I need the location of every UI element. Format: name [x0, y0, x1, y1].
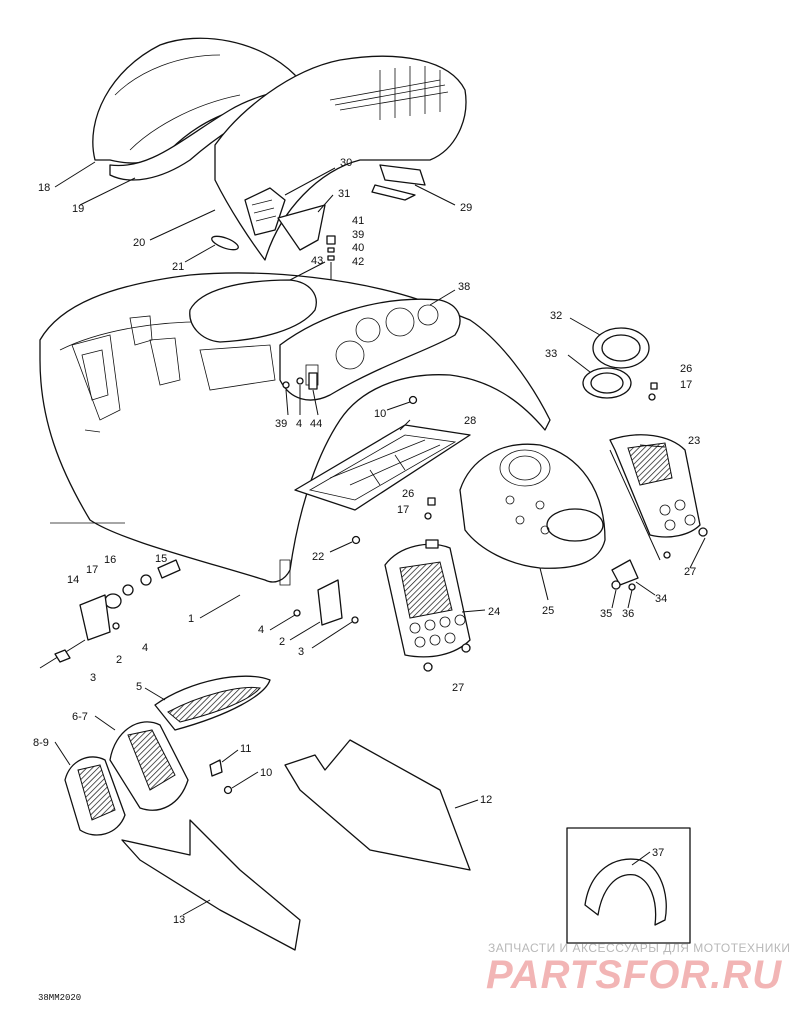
pad-part-13: [121, 819, 301, 951]
vent-part-6-7: [109, 721, 189, 811]
clip-part-11: [209, 759, 223, 777]
bracket-part-2-left: [39, 594, 120, 669]
part-label: 2: [279, 636, 285, 648]
part-label: 29: [460, 202, 472, 214]
part-label: 4: [296, 418, 302, 430]
pad-part-12: [284, 739, 471, 871]
latch-part-29: [371, 164, 426, 201]
leader-lines: [54, 161, 706, 916]
part-label: 26: [402, 488, 414, 500]
inset-detail-box: [566, 827, 691, 944]
part-number-labels: 18 19 20 21 30 31 29 41 39 40 42 43 38 3…: [33, 157, 700, 926]
part-label: 17: [86, 564, 98, 576]
part-label: 10: [260, 767, 272, 779]
part-label: 35: [600, 608, 612, 620]
part-label: 18: [38, 182, 50, 194]
part-label: 31: [338, 188, 350, 200]
part-label: 4: [258, 624, 264, 636]
part-label: 20: [133, 237, 145, 249]
part-label: 26: [680, 363, 692, 375]
side-grille-part-24: [384, 539, 471, 672]
clip-part-21: [211, 235, 239, 251]
part-label: 33: [545, 348, 557, 360]
part-label: 36: [622, 608, 634, 620]
watermark-tagline: ЗАПЧАСТИ И АКСЕССУАРЫ ДЛЯ МОТОТЕХНИКИ: [488, 941, 790, 955]
part-label: 44: [310, 418, 322, 430]
part-label: 10: [374, 408, 386, 420]
part-label: 24: [488, 606, 500, 618]
part-label: 25: [542, 605, 554, 617]
drawing-code: 38MM2020: [38, 993, 81, 1003]
part-label: 11: [240, 743, 251, 755]
hardware-part-14-17: [104, 559, 181, 609]
part-label: 2: [116, 654, 122, 666]
bracket-part-2-center: [293, 579, 359, 626]
part-label: 32: [550, 310, 562, 322]
part-label: 34: [655, 593, 667, 605]
part-label: 8-9: [33, 737, 49, 749]
part-label: 27: [452, 682, 464, 694]
part-label: 14: [67, 574, 79, 586]
part-label: 3: [90, 672, 96, 684]
part-label: 30: [340, 157, 352, 169]
part-label: 6-7: [72, 711, 88, 723]
part-label: 5: [136, 681, 142, 693]
part-label: 41: [352, 215, 364, 227]
watermark-brand: PARTSFOR.RU: [486, 953, 782, 997]
deflector-part-31: [277, 204, 326, 251]
part-label: 12: [480, 794, 492, 806]
bracket-part-34-36: [611, 559, 639, 591]
bolt-part-10-lower: [223, 785, 233, 795]
part-label: 17: [680, 379, 692, 391]
ring-part-32: [592, 327, 650, 369]
part-label: 1: [188, 613, 194, 625]
fastener-39-4-44: [282, 372, 318, 390]
part-label: 27: [684, 566, 696, 578]
side-grille-part-23: [609, 434, 708, 561]
part-label: 22: [312, 551, 324, 563]
part-label: 13: [173, 914, 185, 926]
part-label: 28: [464, 415, 476, 427]
part-label: 17: [397, 504, 409, 516]
part-label: 4: [142, 642, 148, 654]
bolt-part-10-upper: [408, 395, 418, 405]
part-label: 43: [311, 255, 323, 267]
vent-part-8-9: [64, 756, 126, 836]
part-label: 16: [104, 554, 116, 566]
tray-part-28: [294, 424, 471, 511]
bolt-part-22: [351, 535, 361, 545]
screw-part-26-17: [424, 382, 658, 520]
bracket-part-30: [244, 187, 286, 236]
part-label: 23: [688, 435, 700, 447]
vent-part-5: [154, 675, 271, 731]
part-label: 37: [652, 847, 664, 859]
part-label: 39: [275, 418, 287, 430]
part-label: 19: [72, 203, 84, 215]
part-label: 3: [298, 646, 304, 658]
part-label: 15: [155, 553, 167, 565]
part-label: 39: [352, 229, 364, 241]
part-label: 40: [352, 242, 364, 254]
part-label: 42: [352, 256, 364, 268]
part-label: 38: [458, 281, 470, 293]
console-housing-part-25: [459, 443, 606, 569]
ring-part-33: [582, 367, 632, 399]
part-label: 21: [172, 261, 184, 273]
